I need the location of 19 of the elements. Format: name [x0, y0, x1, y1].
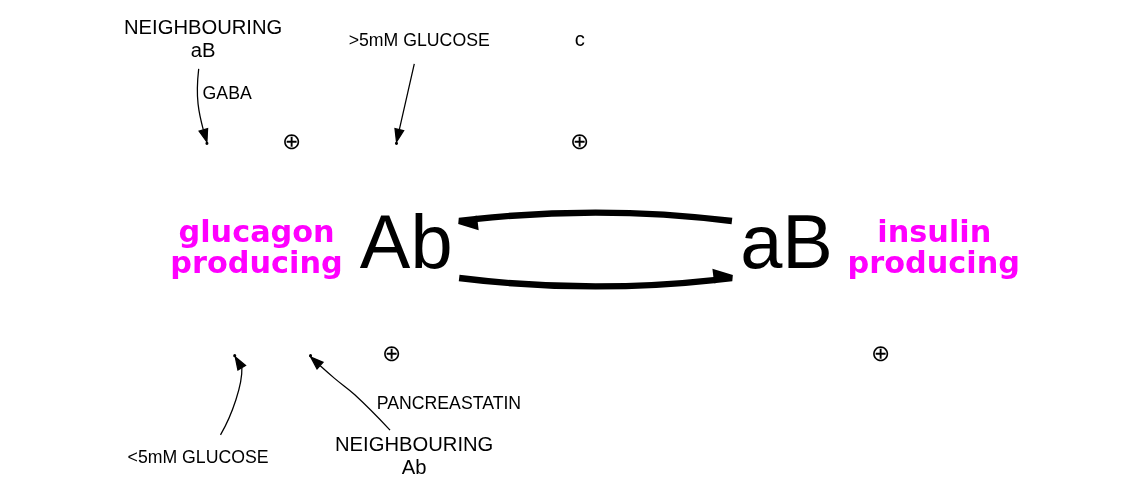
label: c	[574, 27, 585, 50]
node-label: glucagon producing	[169, 214, 343, 280]
label: ⊕	[870, 340, 890, 367]
edge-label: PANCREASTATIN	[376, 392, 521, 413]
node-text: NEIGHBOURING Ab	[334, 433, 493, 479]
node-text: aB	[739, 199, 833, 285]
node-text: NEIGHBOURING aB	[123, 16, 282, 62]
arrow	[455, 209, 732, 231]
label: ⊕	[381, 340, 401, 367]
edge-label: GABA	[202, 83, 252, 104]
arrow	[308, 355, 391, 431]
node-label: insulin producing	[847, 214, 1020, 280]
label: ⊕	[281, 127, 301, 154]
node-text: >5mM GLUCOSE	[348, 29, 490, 50]
label: ⊕	[569, 127, 589, 154]
node-text: <5mM GLUCOSE	[127, 446, 269, 467]
arrow	[458, 268, 735, 290]
node-text: Ab	[359, 199, 453, 285]
arrow	[393, 63, 415, 144]
